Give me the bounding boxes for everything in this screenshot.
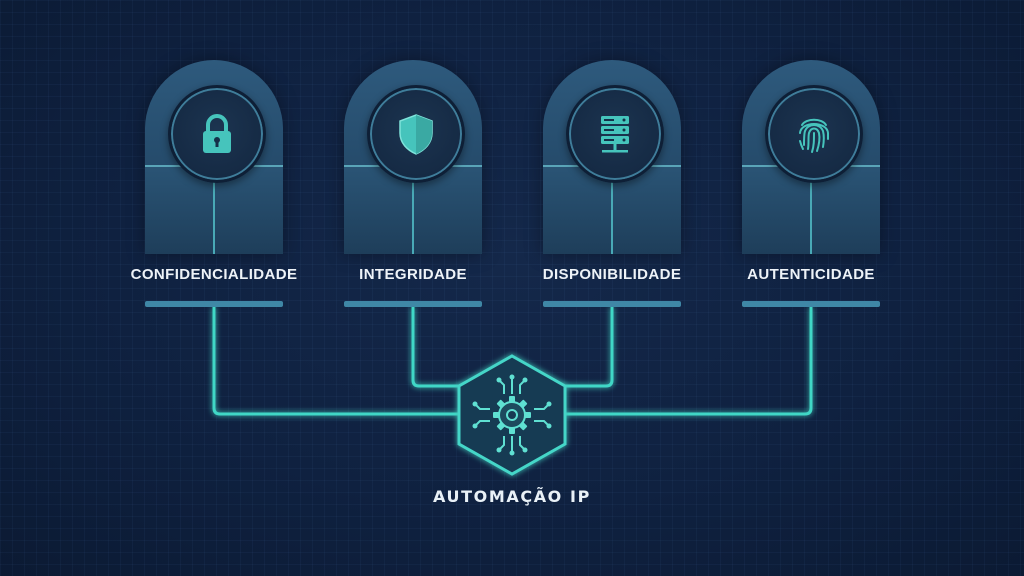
pillar-disponibilidade bbox=[543, 60, 681, 254]
pillar-confidencialidade bbox=[145, 60, 283, 254]
connector-disponibilidade bbox=[556, 307, 614, 388]
gear-circuit-icon bbox=[472, 374, 552, 456]
pillar-label-confidencialidade: CONFIDENCIALIDADE bbox=[130, 266, 298, 283]
pillar-integridade bbox=[344, 60, 482, 254]
fingerprint-icon bbox=[799, 118, 829, 153]
icon-circle bbox=[367, 85, 465, 183]
pillar-base bbox=[742, 301, 880, 307]
server-icon bbox=[601, 116, 629, 153]
pillar-divider bbox=[810, 165, 812, 254]
shield-icon bbox=[399, 114, 433, 155]
pillar-autenticidade bbox=[742, 60, 880, 254]
pillar-divider bbox=[412, 165, 414, 254]
pillar-label-autenticidade: AUTENTICIDADE bbox=[747, 266, 875, 283]
lock-icon bbox=[203, 114, 231, 153]
hub-label: AUTOMAÇÃO IP bbox=[433, 487, 591, 506]
icon-circle bbox=[566, 85, 664, 183]
icon-circle bbox=[765, 85, 863, 183]
icon-circle bbox=[168, 85, 266, 183]
pillar-divider bbox=[213, 165, 215, 254]
connector-autenticidade bbox=[556, 307, 813, 416]
pillar-divider bbox=[611, 165, 613, 254]
pillar-base bbox=[344, 301, 482, 307]
connector-integridade bbox=[411, 307, 470, 388]
connector-confidencialidade bbox=[212, 307, 470, 416]
pillar-base bbox=[145, 301, 283, 307]
pillar-label-integridade: INTEGRIDADE bbox=[359, 266, 467, 283]
pillar-base bbox=[543, 301, 681, 307]
pillar-label-disponibilidade: DISPONIBILIDADE bbox=[542, 266, 682, 283]
